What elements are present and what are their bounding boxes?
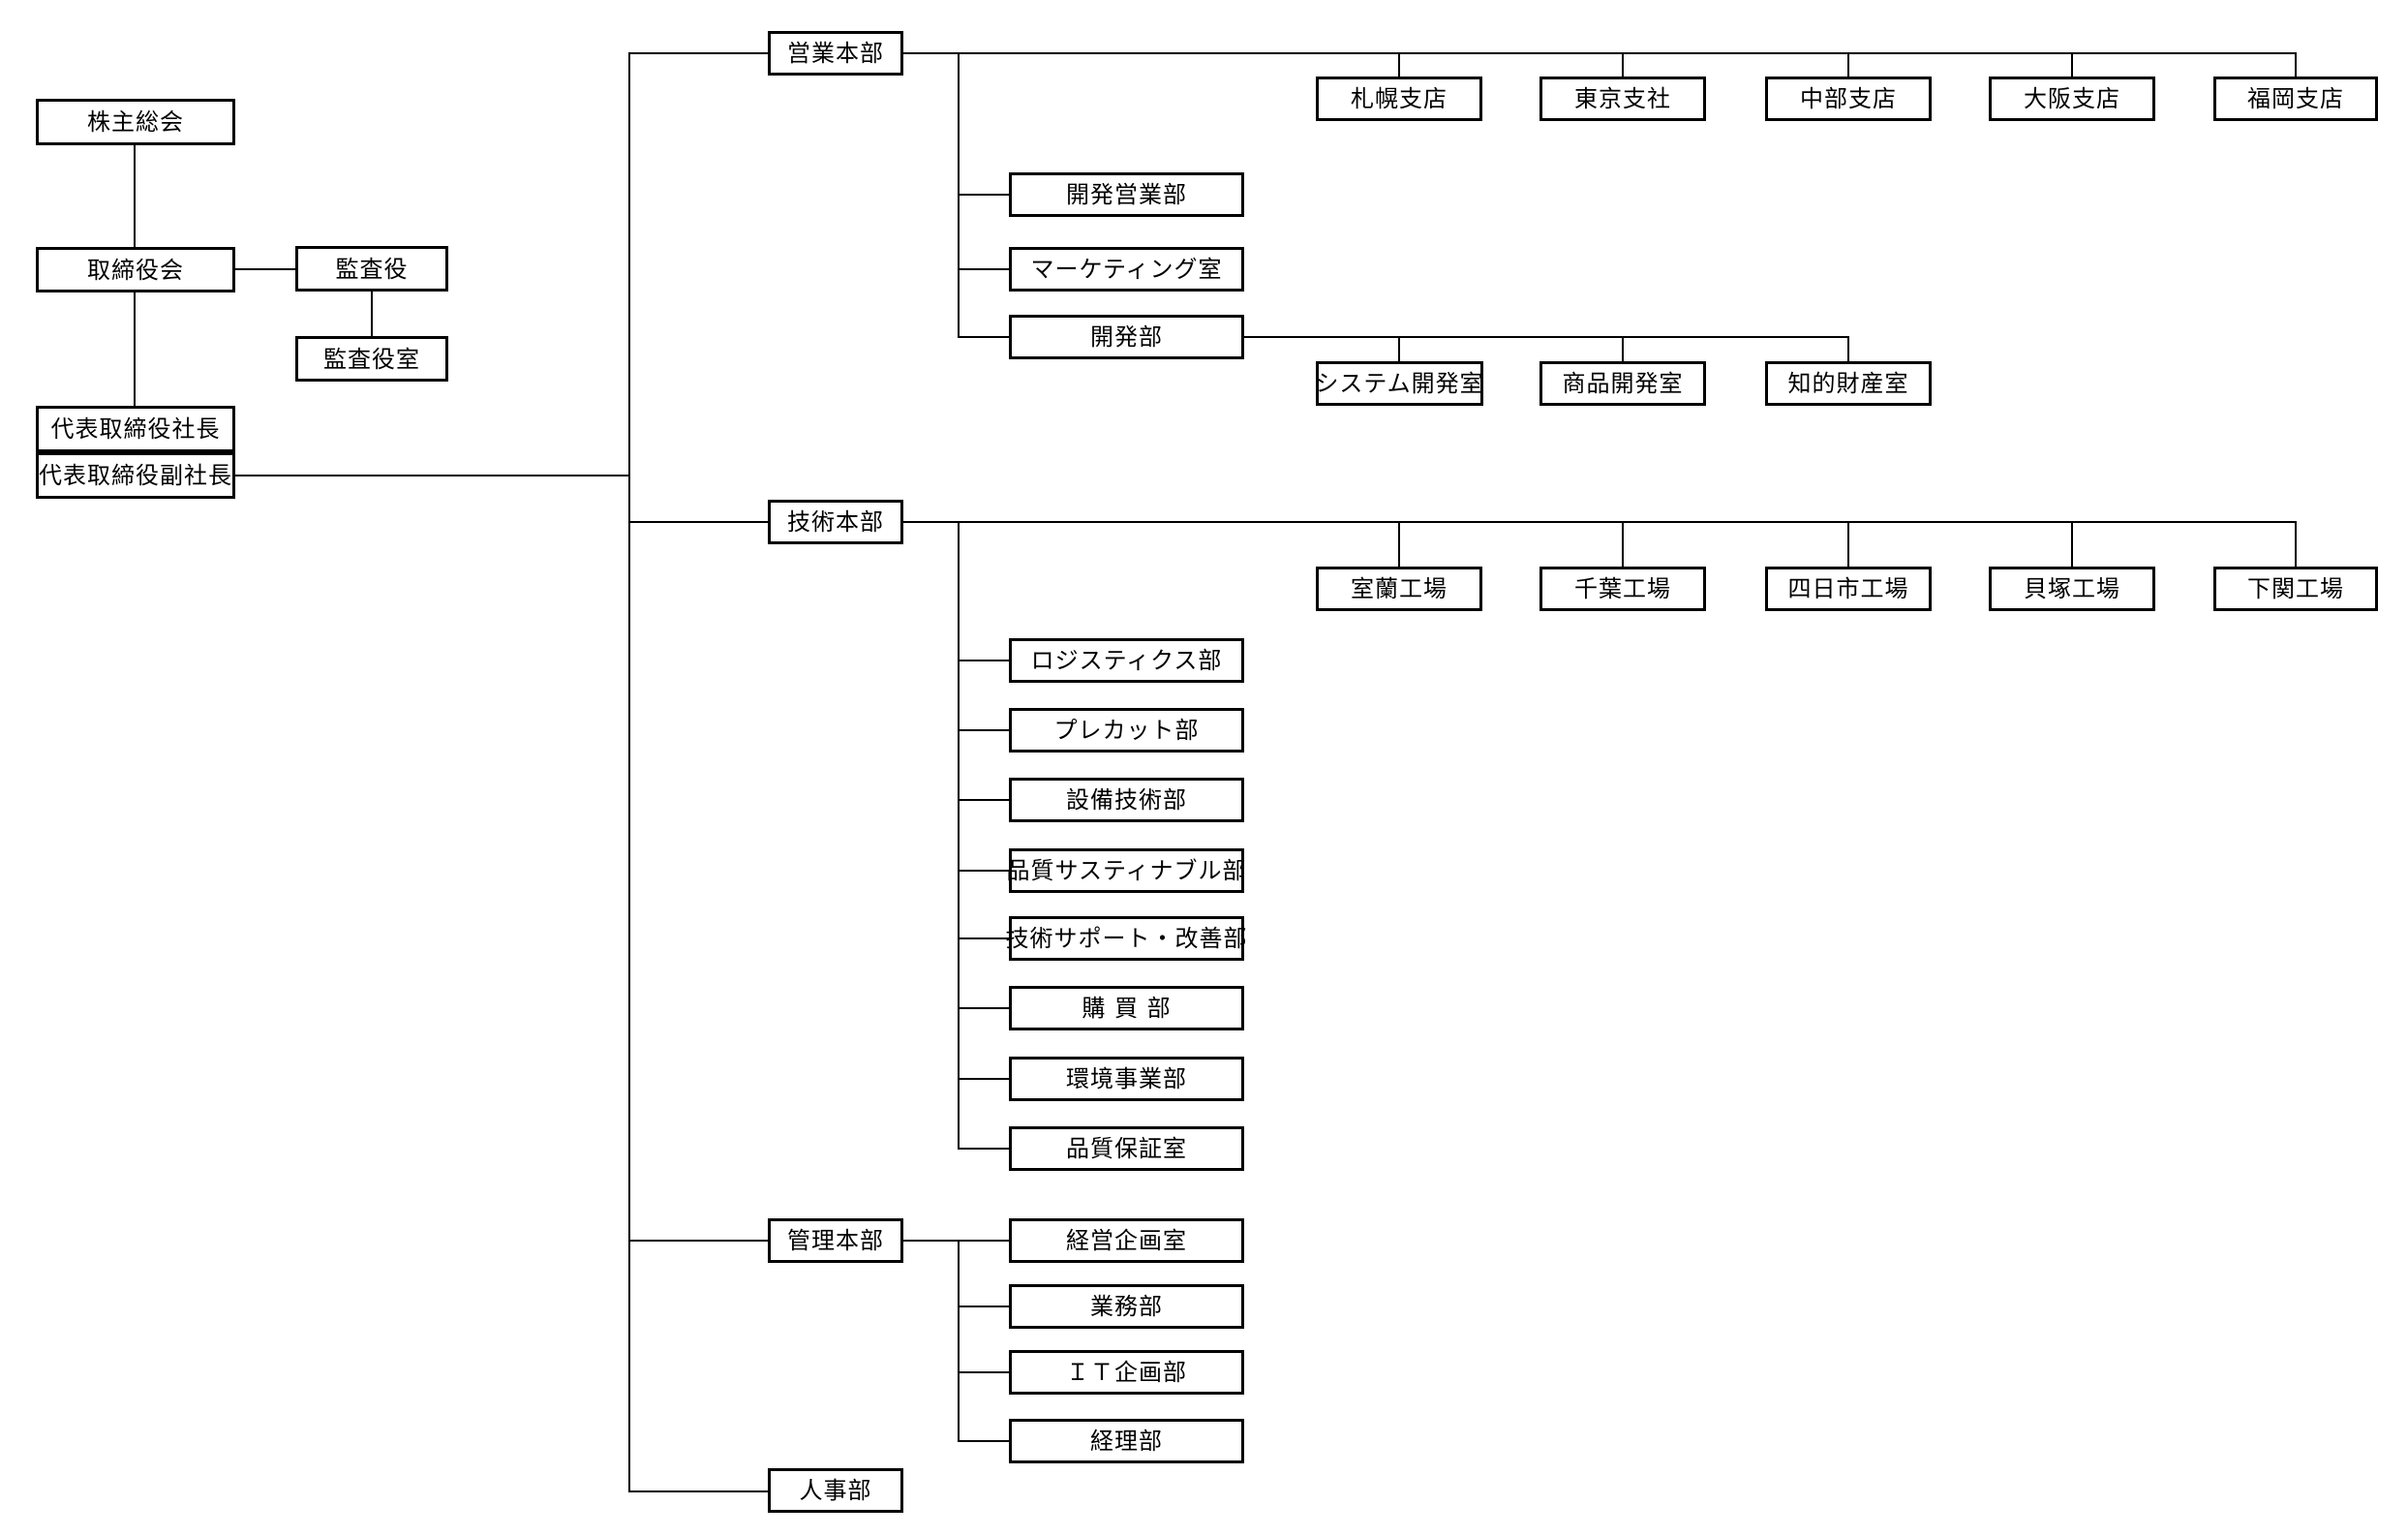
connector-line	[958, 937, 1009, 939]
connector-line	[628, 1240, 768, 1242]
connector-line	[958, 268, 1009, 270]
org-node-development-dept: 開発部	[1009, 315, 1244, 359]
connector-main-trunk	[628, 53, 630, 1491]
connector-line	[1622, 522, 1624, 567]
connector-plant-rail	[903, 521, 2297, 523]
connector-line	[958, 1306, 1009, 1307]
connector-line	[958, 1078, 1009, 1080]
connector-line	[958, 729, 1009, 731]
connector-line	[958, 1007, 1009, 1009]
org-node-technical-support-improvement-dept: 技術サポート・改善部	[1006, 916, 1247, 961]
connector-line	[1622, 337, 1624, 361]
connector-line	[235, 475, 629, 476]
connector-line	[2295, 522, 2297, 567]
org-node-hr-department: 人事部	[768, 1468, 903, 1513]
org-node-sales-hq: 営業本部	[768, 31, 903, 76]
org-node-system-development-room: システム開発室	[1315, 361, 1483, 406]
org-node-logistics-dept: ロジスティクス部	[1009, 638, 1244, 683]
org-node-shareholders: 株主総会	[36, 99, 235, 145]
org-node-branch-osaka: 大阪支店	[1989, 77, 2155, 121]
connector-admin-subtrunk	[958, 1241, 960, 1441]
org-node-development-sales-dept: 開発営業部	[1009, 172, 1244, 217]
connector-line	[628, 52, 768, 54]
connector-line	[628, 1490, 768, 1492]
org-node-plant-shimonoseki: 下関工場	[2213, 567, 2378, 611]
org-node-auditor: 監査役	[295, 246, 448, 292]
org-node-accounting-dept: 経理部	[1009, 1419, 1244, 1463]
connector-line	[235, 268, 295, 270]
org-node-plant-yokkaichi: 四日市工場	[1765, 567, 1932, 611]
org-node-plant-muroran: 室蘭工場	[1316, 567, 1482, 611]
org-node-branch-chubu: 中部支店	[1765, 77, 1932, 121]
connector-line	[958, 870, 1009, 872]
org-node-branch-fukuoka: 福岡支店	[2213, 77, 2378, 121]
connector-line	[1398, 53, 1400, 77]
connector-line	[1847, 337, 1849, 361]
org-node-intellectual-property-room: 知的財産室	[1765, 361, 1932, 406]
connector-line	[958, 660, 1009, 661]
connector-line	[958, 194, 1009, 196]
connector-line	[1398, 522, 1400, 567]
connector-line	[1847, 522, 1849, 567]
connector-line	[1847, 53, 1849, 77]
org-node-product-development-room: 商品開発室	[1539, 361, 1706, 406]
connector-dev-rooms-rail	[1244, 336, 1849, 338]
connector-line	[958, 336, 1009, 338]
connector-line	[134, 292, 136, 406]
org-node-quality-assurance-office: 品質保証室	[1009, 1126, 1244, 1171]
org-node-corporate-planning-office: 経営企画室	[1009, 1218, 1244, 1263]
connector-line	[2071, 522, 2073, 567]
connector-technical-subtrunk	[958, 522, 960, 1149]
org-node-environmental-business-dept: 環境事業部	[1009, 1057, 1244, 1101]
connector-line	[958, 1148, 1009, 1150]
connector-line	[628, 521, 768, 523]
org-node-branch-tokyo: 東京支社	[1539, 77, 1706, 121]
connector-line	[958, 1440, 1009, 1442]
org-node-executive-vice-president: 代表取締役副社長	[36, 452, 235, 499]
connector-line	[903, 1240, 1009, 1242]
connector-line	[134, 145, 136, 247]
org-node-branch-sapporo: 札幌支店	[1316, 77, 1482, 121]
connector-line	[1398, 337, 1400, 361]
connector-line	[1622, 53, 1624, 77]
org-node-quality-sustainable-dept: 品質サスティナブル部	[1006, 848, 1246, 893]
org-node-facility-engineering-dept: 設備技術部	[1009, 778, 1244, 822]
org-node-marketing-office: マーケティング室	[1009, 247, 1244, 292]
connector-line	[958, 1371, 1009, 1373]
org-node-president: 代表取締役社長	[36, 406, 235, 452]
org-node-precut-dept: プレカット部	[1009, 708, 1244, 753]
org-node-auditor-office: 監査役室	[295, 336, 448, 382]
connector-line	[958, 799, 1009, 801]
connector-line	[371, 292, 373, 336]
connector-sales-branch-rail	[902, 52, 2297, 54]
org-node-technical-hq: 技術本部	[768, 500, 903, 544]
org-node-board-of-directors: 取締役会	[36, 247, 235, 292]
connector-line	[2295, 53, 2297, 77]
connector-line	[2071, 53, 2073, 77]
org-node-it-planning-dept: ＩＴ企画部	[1009, 1350, 1244, 1395]
org-node-plant-chiba: 千葉工場	[1539, 567, 1706, 611]
org-node-administration-hq: 管理本部	[768, 1218, 903, 1263]
org-node-plant-kaizuka: 貝塚工場	[1989, 567, 2155, 611]
org-node-business-operations-dept: 業務部	[1009, 1284, 1244, 1329]
org-node-purchasing-dept: 購 買 部	[1009, 986, 1244, 1030]
